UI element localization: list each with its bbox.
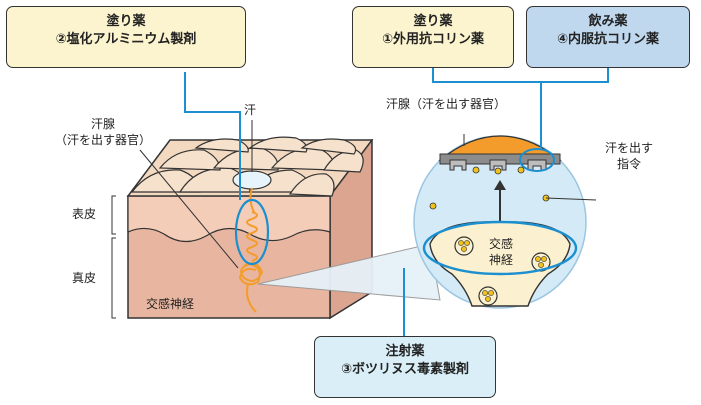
label-sweat: 汗 (244, 103, 257, 117)
neurotransmitter-dots (429, 166, 550, 210)
box-topical-anticholinergic-line2: ①外用抗コリン薬 (381, 32, 484, 47)
label-sweat-gland-left-line2: （汗を出す器官） (54, 133, 151, 147)
box-topical-aluminum-line2: ②塩化アルミニウム製剤 (55, 32, 197, 47)
label-epidermis: 表皮 (72, 207, 97, 221)
vesicles (454, 236, 551, 306)
label-sweat-signal: 汗を出す 指令 (594, 140, 664, 172)
receptors (449, 159, 547, 171)
sweat-droplet (232, 170, 272, 190)
box-botulinum-injection: 注射薬 ③ボツリヌス毒素製剤 (314, 336, 496, 398)
skin-cells (130, 136, 364, 197)
box-oral-line2: ④内服抗コリン薬 (556, 32, 659, 47)
box-topical-aluminum-line1: 塗り薬 (106, 14, 146, 29)
connector-lines (184, 68, 609, 338)
box-topical-anticholinergic: 塗り薬 ①外用抗コリン薬 (352, 6, 514, 68)
gland-highlight-ring (234, 198, 270, 266)
label-sympathetic-nerve-right: 交感 神経 (486, 236, 516, 268)
label-sweat-gland-left-line1: 汗腺 (90, 117, 115, 131)
box-oral-anticholinergic: 飲み薬 ④内服抗コリン薬 (526, 6, 690, 68)
label-sweat-gland-left: 汗腺 （汗を出す器官） (48, 116, 158, 148)
box-oral-line1: 飲み薬 (588, 14, 628, 29)
nerve-highlight-ring (422, 220, 578, 276)
box-topical-aluminum: 塗り薬 ②塩化アルミニウム製剤 (6, 6, 246, 68)
label-sweat-gland-right: 汗腺（汗を出す器官） (386, 97, 507, 111)
box-injection-line2: ③ボツリヌス毒素製剤 (340, 362, 469, 377)
label-sympathetic-nerve-right-line1: 交感 (488, 237, 513, 251)
label-sweat-signal-line2: 指令 (616, 157, 641, 171)
label-sweat-signal-line1: 汗を出す (604, 141, 653, 155)
box-topical-anticholinergic-line1: 塗り薬 (413, 14, 453, 29)
skin-block (111, 120, 374, 320)
pointer-gland (139, 149, 239, 269)
label-dermis: 真皮 (72, 271, 97, 285)
box-injection-line1: 注射薬 (385, 344, 425, 359)
label-sympathetic-nerve-left: 交感神経 (146, 297, 195, 311)
label-sympathetic-nerve-right-line2: 神経 (488, 253, 513, 267)
epidermis-layer (127, 195, 331, 243)
